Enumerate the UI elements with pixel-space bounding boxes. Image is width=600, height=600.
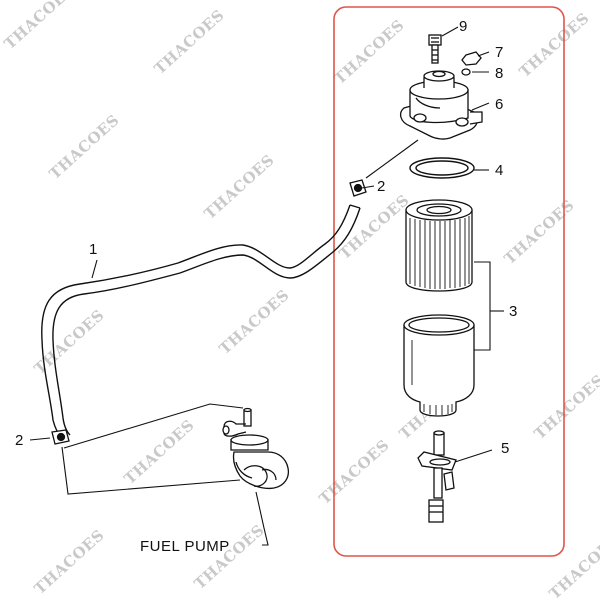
hose-clamp-left (51, 429, 70, 445)
watermark: THACOES (501, 196, 578, 268)
fuel-hose (41, 204, 361, 439)
callout-9: 9 (459, 18, 467, 35)
hose-clamp-upper (349, 179, 367, 197)
watermark: THACOES (191, 521, 268, 593)
callouts: 9 7 8 6 4 2 1 3 2 5 (15, 18, 517, 457)
callout-8: 8 (495, 65, 503, 82)
watermark: THACOES (1, 0, 78, 53)
watermark: THACOES (336, 191, 413, 263)
watermark: THACOES (331, 16, 408, 88)
o-ring (409, 157, 475, 179)
watermark: THACOES (201, 151, 278, 223)
filter-element (405, 199, 473, 292)
connection-lines (61, 403, 244, 495)
watermark: THACOES (316, 436, 393, 508)
nut-and-washer (461, 51, 482, 76)
callout-2-upper: 2 (377, 178, 385, 195)
callout-7: 7 (495, 44, 503, 61)
watermark: THACOES (216, 286, 293, 358)
filter-bowl (403, 314, 475, 417)
watermark: THACOES (121, 416, 198, 488)
callout-3: 3 (509, 303, 517, 320)
leader-lines (29, 26, 504, 463)
watermark: THACOES (46, 111, 123, 183)
watermark: THACOES (31, 526, 108, 598)
watermark: THACOES (516, 9, 593, 81)
watermark: THACOES (531, 371, 600, 443)
bolt (428, 34, 442, 64)
callout-2-left: 2 (15, 432, 23, 449)
watermark: THACOES (546, 531, 600, 600)
filter-head (399, 70, 483, 140)
drain-plug (417, 430, 457, 523)
fuel-pump (222, 407, 290, 490)
callout-5: 5 (501, 440, 509, 457)
watermark: THACOES (151, 6, 228, 78)
fuel-pump-leader (255, 491, 269, 546)
callout-6: 6 (495, 96, 503, 113)
callout-1: 1 (89, 241, 97, 258)
fuel-pump-label: FUEL PUMP (140, 538, 230, 555)
highlight-box (333, 6, 565, 557)
callout-4: 4 (495, 162, 503, 179)
